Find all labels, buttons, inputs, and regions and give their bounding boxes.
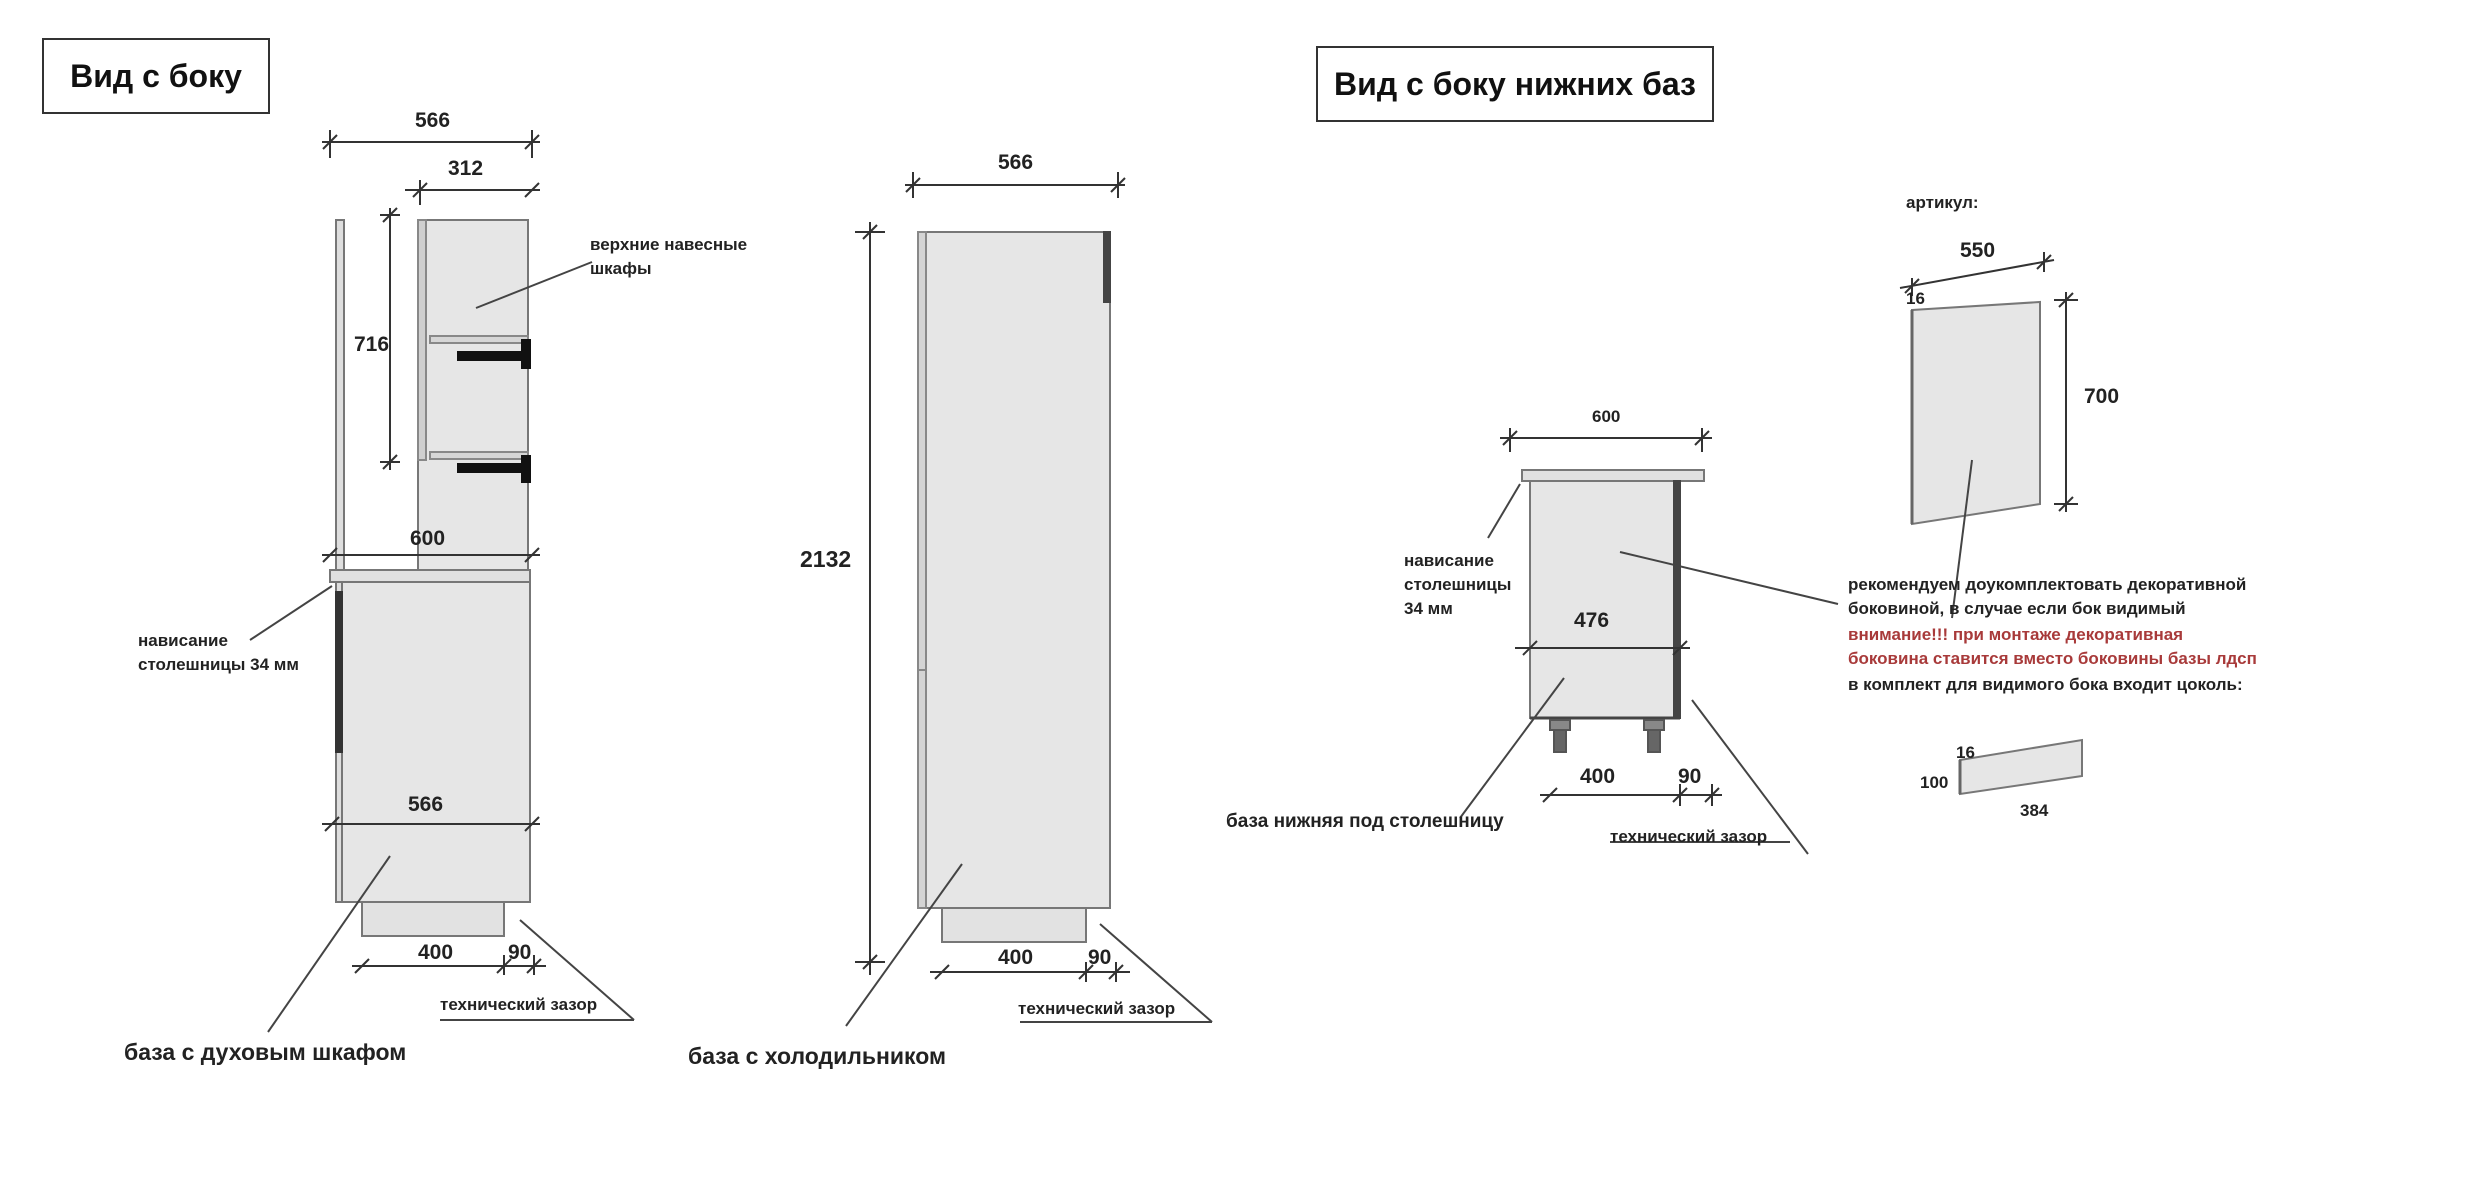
oven-dim-upper-height: 716 bbox=[354, 333, 390, 356]
leader-fridge-base bbox=[845, 863, 963, 1027]
panel-dim-width: 550 bbox=[1960, 239, 1996, 262]
lower-overhang-label-2: столешницы bbox=[1404, 575, 1512, 594]
fridge-base-label: база с холодильником bbox=[688, 1043, 947, 1069]
warning-line-1: внимание!!! при монтаже декоративная bbox=[1848, 625, 2184, 644]
fridge-side-panel bbox=[917, 231, 1111, 909]
oven-side-panel bbox=[335, 219, 345, 903]
leader-lower-gap bbox=[1691, 699, 1809, 855]
title-side-view: Вид с боку bbox=[42, 38, 270, 114]
plinth-dim-height: 100 bbox=[1920, 773, 1949, 792]
leader-upper-cabinets bbox=[475, 261, 593, 309]
decor-panel bbox=[1911, 300, 2041, 526]
oven-dim-upper-depth: 312 bbox=[448, 157, 484, 180]
oven-dim-top-width: 566 bbox=[415, 109, 451, 132]
upper-cabinet-body bbox=[417, 219, 529, 573]
lower-countertop bbox=[1521, 469, 1705, 482]
recommend-line-1: рекомендуем доукомплектовать декоративно… bbox=[1848, 575, 2247, 594]
leader-fridge-gap bbox=[1099, 923, 1213, 1023]
fridge-dim-width: 566 bbox=[998, 151, 1034, 174]
upper-shelf-1 bbox=[429, 335, 529, 344]
lower-dim-plinth: 400 bbox=[1580, 765, 1616, 788]
fridge-dim-plinth: 400 bbox=[998, 946, 1034, 969]
plinth-dim-thickness: 16 bbox=[1956, 743, 1975, 762]
fridge-cabinet-drawing bbox=[845, 172, 1213, 1027]
fridge-gap-label: технический зазор bbox=[1018, 999, 1176, 1018]
warning-line-2: боковина ставится вместо боковины базы л… bbox=[1848, 649, 2257, 668]
plinth-dim-length: 384 bbox=[2020, 801, 2049, 820]
title-lower-bases-side-view: Вид с боку нижних баз bbox=[1316, 46, 1714, 122]
leader-lower-base bbox=[1459, 677, 1565, 819]
upper-bracket-1 bbox=[457, 339, 531, 369]
oven-plinth bbox=[361, 901, 505, 937]
lower-overhang-label-1: нависание bbox=[1404, 551, 1494, 570]
oven-overhang-label-1: нависание bbox=[138, 631, 228, 650]
article-label: артикул: bbox=[1906, 193, 1979, 212]
lower-base-drawing bbox=[1459, 428, 1839, 855]
upper-bracket-2 bbox=[457, 455, 531, 483]
leader-oven-overhang bbox=[249, 585, 333, 641]
decor-panel-drawing bbox=[1899, 252, 2083, 796]
leader-oven-gap bbox=[519, 919, 635, 1021]
fridge-dim-gap: 90 bbox=[1088, 946, 1112, 969]
oven-countertop bbox=[329, 569, 531, 583]
oven-dim-base-depth: 566 bbox=[408, 793, 444, 816]
lower-dim-depth: 476 bbox=[1574, 609, 1610, 632]
lower-base-body bbox=[1529, 480, 1681, 719]
upper-cabinets-label-1: верхние навесные bbox=[590, 235, 748, 254]
fridge-plinth bbox=[941, 907, 1087, 943]
fridge-dim-height: 2132 bbox=[800, 546, 852, 572]
oven-cabinet-drawing bbox=[249, 130, 635, 1033]
leader-panel bbox=[1951, 459, 1973, 619]
oven-dim-counter: 600 bbox=[410, 527, 446, 550]
lower-dim-gap: 90 bbox=[1678, 765, 1702, 788]
panel-dim-thickness: 16 bbox=[1906, 289, 1925, 308]
lower-base-label: база нижняя под столешницу bbox=[1226, 811, 1504, 832]
leader-oven-base bbox=[267, 855, 391, 1033]
oven-dim-gap: 90 bbox=[508, 941, 532, 964]
oven-base-body bbox=[341, 581, 531, 903]
upper-shelf-2 bbox=[429, 451, 529, 460]
panel-dim-height: 700 bbox=[2084, 385, 2120, 408]
oven-overhang-label-2: столешницы 34 мм bbox=[138, 655, 299, 674]
lower-dim-counter: 600 bbox=[1592, 407, 1621, 426]
leader-lower-overhang bbox=[1487, 483, 1521, 539]
lower-gap-label: технический зазор bbox=[1610, 827, 1768, 846]
oven-gap-label: технический зазор bbox=[440, 995, 598, 1014]
lower-overhang-label-3: 34 мм bbox=[1404, 599, 1453, 618]
oven-dim-plinth: 400 bbox=[418, 941, 454, 964]
upper-cabinets-label-2: шкафы bbox=[590, 259, 652, 278]
recommend-line-2: боковиной, в случае если бок видимый bbox=[1848, 599, 2186, 618]
kit-line: в комплект для видимого бока входит цоко… bbox=[1848, 675, 2243, 694]
dim-line-panel-width bbox=[1899, 259, 2055, 289]
leader-recommend bbox=[1619, 551, 1839, 605]
decor-plinth bbox=[1959, 738, 2083, 796]
oven-base-label: база с духовым шкафом bbox=[124, 1039, 407, 1065]
